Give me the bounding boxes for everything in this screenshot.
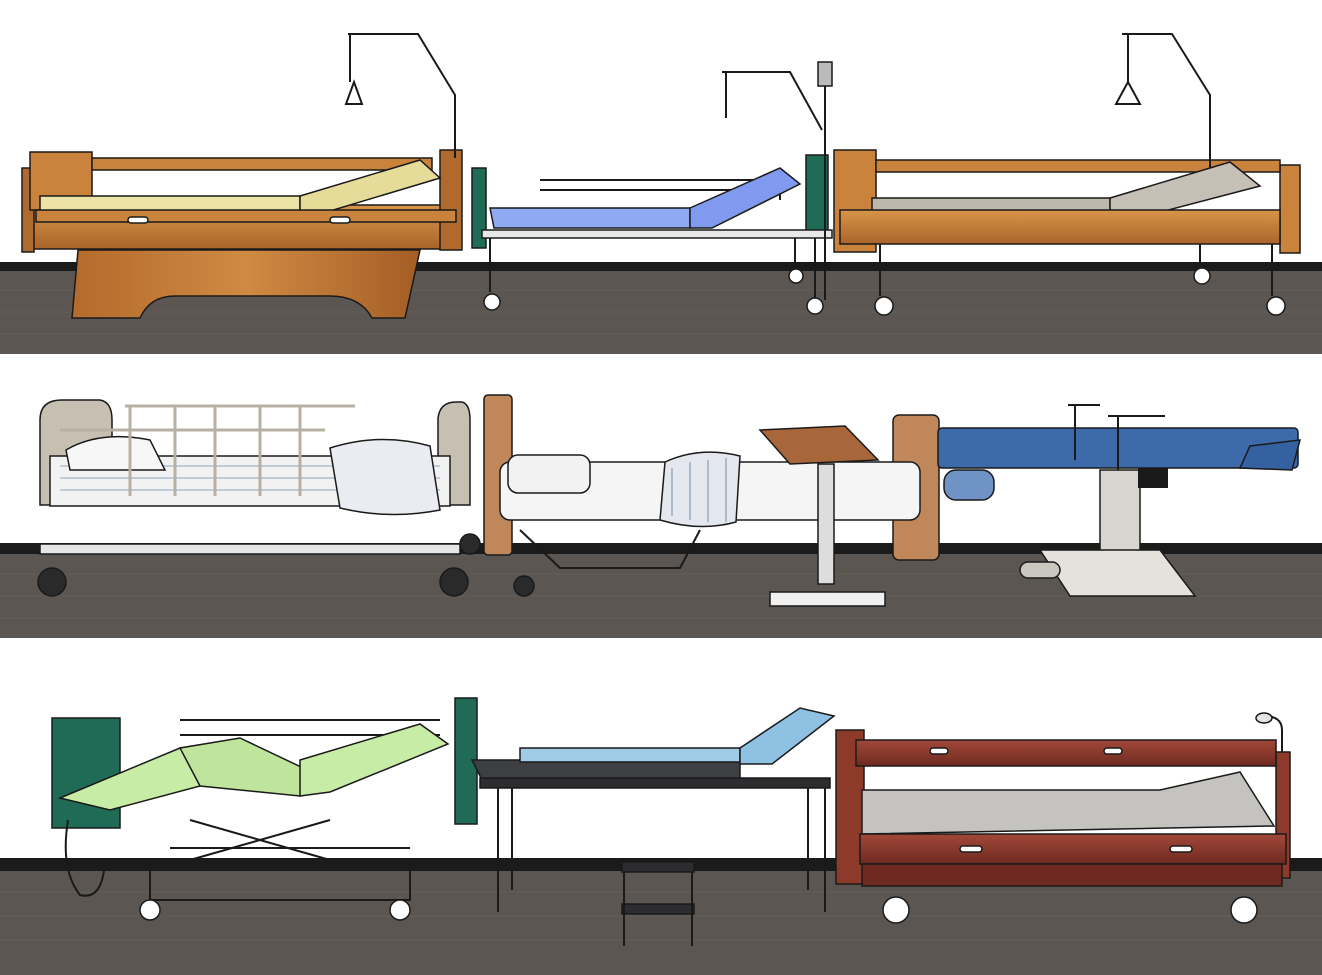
- caster: [806, 297, 824, 315]
- side-rail-front: [859, 833, 1287, 865]
- exam-table: [470, 707, 836, 946]
- wooden-trapeze-bed: [833, 33, 1301, 316]
- table-base: [769, 591, 886, 607]
- mattress-back: [689, 167, 802, 229]
- head-post: [439, 149, 463, 251]
- trapeze-handle: [344, 79, 364, 105]
- trapeze-pole: [1122, 33, 1211, 168]
- caster: [882, 896, 910, 924]
- paper-roll: [519, 747, 741, 763]
- side-rail-back: [875, 159, 1281, 173]
- reading-lamp: [1255, 712, 1273, 724]
- caster: [513, 575, 535, 597]
- side-rail-back: [855, 739, 1277, 767]
- blue-manual-bed: [471, 61, 833, 315]
- side-rail-back: [91, 157, 433, 171]
- trapeze-pole: [722, 71, 823, 131]
- green-electric-bed: [51, 697, 478, 921]
- table-column: [817, 463, 835, 585]
- caster: [874, 296, 894, 316]
- row-2: [0, 394, 1322, 638]
- trapeze-pole: [348, 33, 456, 158]
- beige-bed-with-table: [483, 394, 940, 607]
- caster: [139, 899, 161, 921]
- caster: [439, 567, 469, 597]
- caster: [37, 567, 67, 597]
- step-lower: [621, 903, 695, 915]
- base-frame: [39, 543, 461, 555]
- control-box: [1138, 468, 1168, 488]
- overbed-table-top: [758, 425, 880, 465]
- table-frame: [479, 777, 831, 789]
- foot-panel: [471, 167, 487, 249]
- surgical-table: [937, 404, 1302, 597]
- table-top: [470, 759, 741, 781]
- table-base: [1038, 549, 1197, 597]
- caster: [1193, 267, 1211, 285]
- caster: [1230, 896, 1258, 924]
- blanket: [659, 451, 741, 528]
- leg-section: [1238, 439, 1302, 471]
- bed-frame: [839, 209, 1281, 245]
- iv-bag: [817, 61, 833, 87]
- mattress-back: [299, 723, 450, 797]
- floor-planks-3: [0, 891, 1322, 941]
- bed-base: [861, 863, 1283, 887]
- base-frame: [519, 529, 701, 569]
- row-3: [0, 697, 1322, 975]
- mattress-mid: [178, 737, 322, 797]
- mattress-flat: [489, 207, 691, 229]
- base-roller: [1019, 561, 1061, 579]
- pillow: [65, 435, 167, 471]
- wooden-pedestal-bed: [21, 33, 463, 319]
- step-top: [621, 861, 695, 873]
- floor-3: [0, 870, 1322, 975]
- white-rail-bed: [37, 399, 481, 597]
- headboard: [1279, 164, 1301, 254]
- row-1: [0, 33, 1322, 354]
- base-frame: [149, 860, 411, 901]
- back-rest: [739, 707, 836, 765]
- blanket: [329, 438, 441, 516]
- caster: [459, 533, 481, 555]
- trapeze-handle: [1114, 79, 1142, 105]
- cable: [64, 819, 105, 897]
- mattress: [861, 771, 1276, 835]
- footboard: [51, 717, 121, 829]
- side-rail-front: [35, 209, 457, 223]
- rail-handle: [127, 216, 149, 224]
- mahogany-bed: [835, 712, 1291, 924]
- blanket-stripes: [671, 458, 727, 522]
- caster: [1266, 296, 1286, 316]
- roll-support: [943, 469, 995, 501]
- floor-edge-1: [0, 262, 1322, 271]
- caster: [389, 899, 411, 921]
- pillow: [507, 454, 591, 494]
- side-rail: [60, 404, 355, 496]
- rail-handle: [329, 216, 351, 224]
- caster: [788, 268, 804, 284]
- bed-frame: [481, 229, 833, 239]
- floor-edge-2: [0, 543, 1322, 554]
- pedestal-base: [71, 249, 421, 319]
- caster: [483, 293, 501, 311]
